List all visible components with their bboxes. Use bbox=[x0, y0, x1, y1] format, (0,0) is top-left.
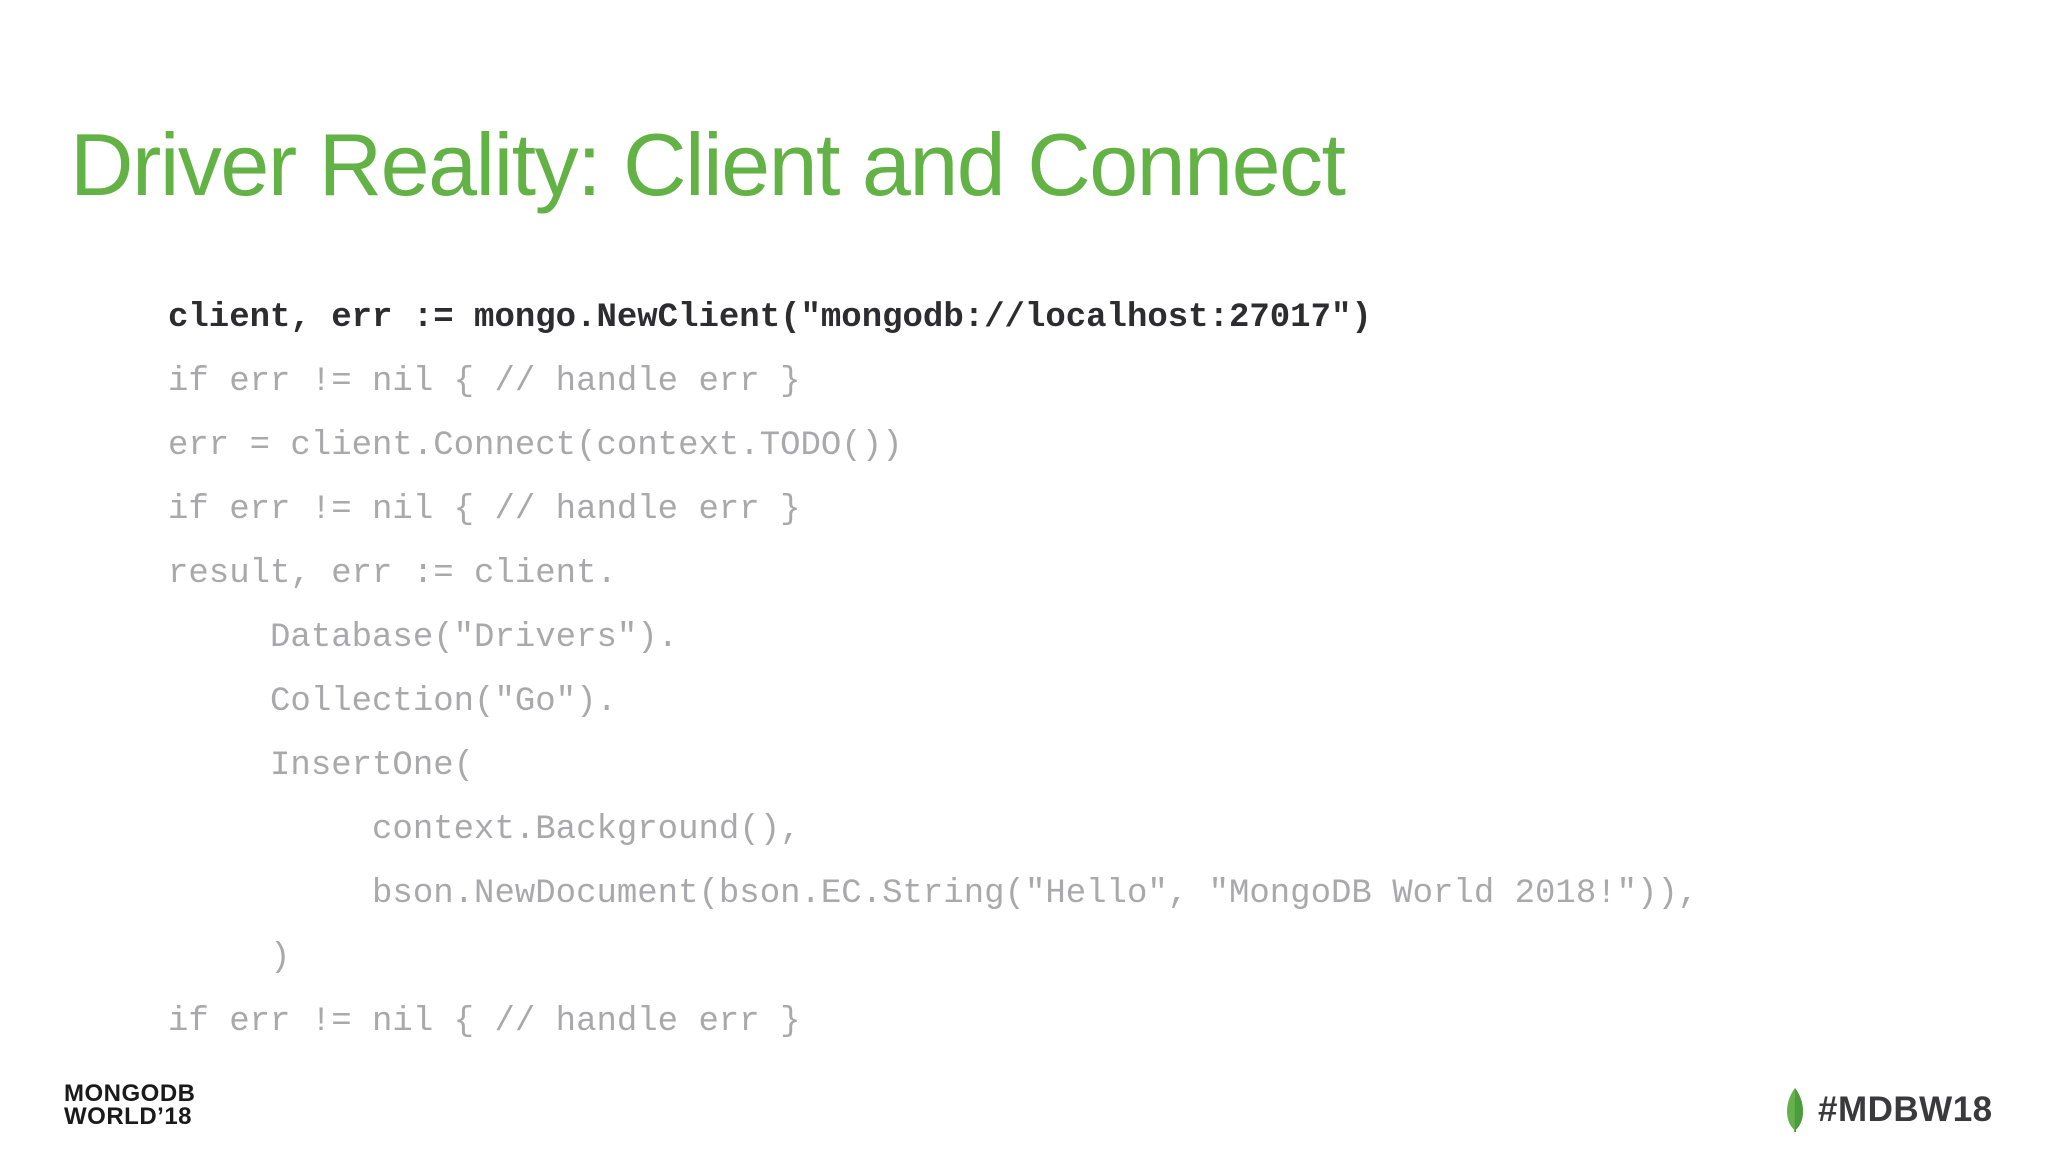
code-line: context.Background(), bbox=[168, 811, 801, 849]
code-line: bson.NewDocument(bson.EC.String("Hello",… bbox=[168, 875, 1699, 913]
code-line: Database("Drivers"). bbox=[168, 619, 679, 657]
footer-hashtag-group: #MDBW18 bbox=[1786, 1088, 1993, 1132]
code-line: Collection("Go"). bbox=[168, 683, 617, 721]
code-line: ) bbox=[168, 939, 291, 977]
event-hashtag: #MDBW18 bbox=[1818, 1090, 1993, 1129]
code-line: client, err := mongo.NewClient("mongodb:… bbox=[168, 299, 1372, 337]
code-line: if err != nil { // handle err } bbox=[168, 363, 801, 401]
mongodb-world-logo: MONGODB WORLD’18 bbox=[64, 1080, 196, 1130]
logo-line-1: MONGODB bbox=[64, 1080, 196, 1107]
code-block: client, err := mongo.NewClient("mongodb:… bbox=[168, 286, 1698, 1054]
slide-title: Driver Reality: Client and Connect bbox=[70, 114, 1346, 214]
code-line: result, err := client. bbox=[168, 555, 617, 593]
code-line: if err != nil { // handle err } bbox=[168, 1003, 801, 1041]
code-line: InsertOne( bbox=[168, 747, 475, 785]
logo-line-2: WORLD’18 bbox=[64, 1103, 193, 1130]
code-line: if err != nil { // handle err } bbox=[168, 491, 801, 529]
code-line: err = client.Connect(context.TODO()) bbox=[168, 427, 903, 465]
mongodb-leaf-icon bbox=[1787, 1088, 1803, 1132]
